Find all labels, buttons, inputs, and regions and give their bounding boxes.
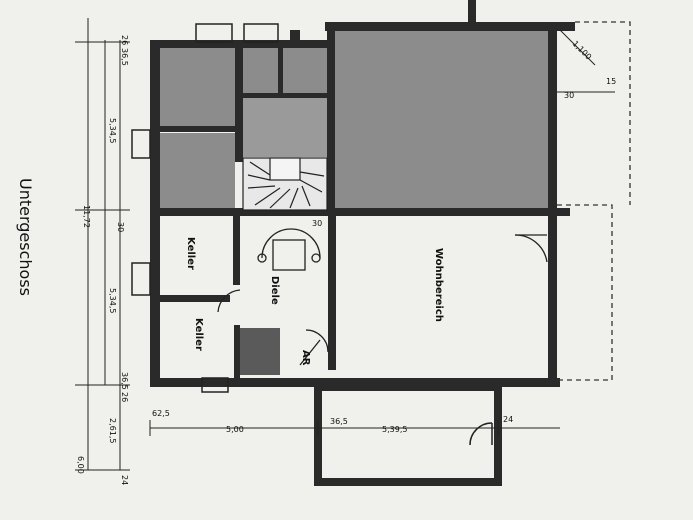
dim-11-72: 11,72 <box>82 205 91 228</box>
window-top-1 <box>195 23 233 43</box>
walls <box>150 0 575 387</box>
terrace-outline <box>557 21 631 381</box>
wall-inner-8 <box>243 93 327 98</box>
stair-step-6 <box>289 187 299 209</box>
diele-table <box>272 239 306 271</box>
shaded-area-1 <box>160 47 235 127</box>
windows <box>131 23 279 393</box>
diele-dot-1 <box>257 253 267 263</box>
window-top-2 <box>243 23 279 43</box>
wall-east <box>548 30 557 380</box>
chimney <box>290 30 300 48</box>
dim-36-5-mid: 36,5 <box>330 417 348 426</box>
dim-diag <box>559 29 596 66</box>
staircase <box>242 157 328 211</box>
room-wohnbereich: Wohnbereich <box>433 248 444 322</box>
window-bottom <box>201 377 229 393</box>
ar-door <box>299 339 321 366</box>
room-keller-top: Keller <box>185 237 196 270</box>
diele-arc <box>261 228 321 259</box>
stair-step-2 <box>247 174 271 181</box>
room-diele: Diele <box>269 276 280 305</box>
dim-26-b: 26 <box>120 392 129 402</box>
wall-inner-5 <box>160 126 237 132</box>
doors <box>217 234 548 366</box>
stair-step-7 <box>301 185 311 207</box>
annex-door-arc <box>469 422 493 446</box>
dim-5-34-5-a: 5,34,5 <box>108 118 117 143</box>
chimney-2 <box>468 0 476 22</box>
shaded-area-large <box>333 30 553 208</box>
heating-unit <box>240 328 280 375</box>
diele-fixtures <box>257 228 321 271</box>
wall-inner-1 <box>235 47 243 162</box>
dim-5-00: 5,00 <box>226 425 244 434</box>
dim-5-34-5-b: 5,34,5 <box>108 288 117 313</box>
stair-step-8 <box>299 179 323 193</box>
dim-6-00: 6,00 <box>76 456 85 474</box>
room-keller-bottom: Keller <box>193 318 204 351</box>
dim-26: 26 <box>120 35 129 45</box>
window-left-1 <box>131 129 151 159</box>
dim-5-39-5: 5,39,5 <box>382 425 407 434</box>
plan-title: Untergeschoss <box>16 178 35 296</box>
shaded-area-3 <box>243 47 327 94</box>
wall-inner-3 <box>233 215 240 285</box>
dim-24-left: 24 <box>120 475 129 485</box>
wall-inner-2 <box>327 28 335 208</box>
wall-middle <box>150 208 570 216</box>
diele-dot-2 <box>311 253 321 263</box>
dim-30-stair: 30 <box>312 219 322 228</box>
shaded-areas <box>160 30 553 210</box>
keller-door-arc <box>217 289 241 313</box>
wall-north-a <box>150 40 330 48</box>
stair-step-1 <box>249 161 271 176</box>
stair-step-9 <box>299 171 325 177</box>
stair-step-5 <box>269 188 291 209</box>
wall-north-b <box>325 22 575 31</box>
shaded-area-2 <box>160 133 235 210</box>
wall-inner-4 <box>328 215 336 370</box>
stair-step-3 <box>247 185 276 189</box>
wall-inner-7 <box>278 47 283 95</box>
dim-30-left: 30 <box>116 222 125 232</box>
dim-2-61-5: 2,61,5 <box>108 418 117 443</box>
stair-landing <box>269 157 301 181</box>
wall-inner-9 <box>234 325 240 380</box>
dim-30-right: 30 <box>564 91 574 100</box>
stair-step-4 <box>254 187 281 206</box>
room-ar: AR <box>300 350 311 366</box>
wall-south <box>150 378 560 387</box>
terrace-dash-lower <box>557 204 613 381</box>
dim-62-5: 62,5 <box>152 409 170 418</box>
window-left-2 <box>131 262 151 296</box>
dim-15: 15 <box>606 77 616 86</box>
terrace-dash-upper <box>575 21 631 205</box>
ar-door-arc <box>305 329 329 353</box>
dimension-labels: 26 36,5 5,34,5 11,72 30 5,34,5 36,5 26 2… <box>76 35 616 485</box>
dim-24-right: 24 <box>503 415 513 424</box>
dim-36-5-bottom: 36,5 <box>120 372 129 390</box>
dimension-lines <box>75 18 615 471</box>
dim-36-5-top: 36,5 <box>120 48 129 66</box>
shaded-area-4 <box>243 97 327 157</box>
wall-inner-6 <box>150 295 230 302</box>
